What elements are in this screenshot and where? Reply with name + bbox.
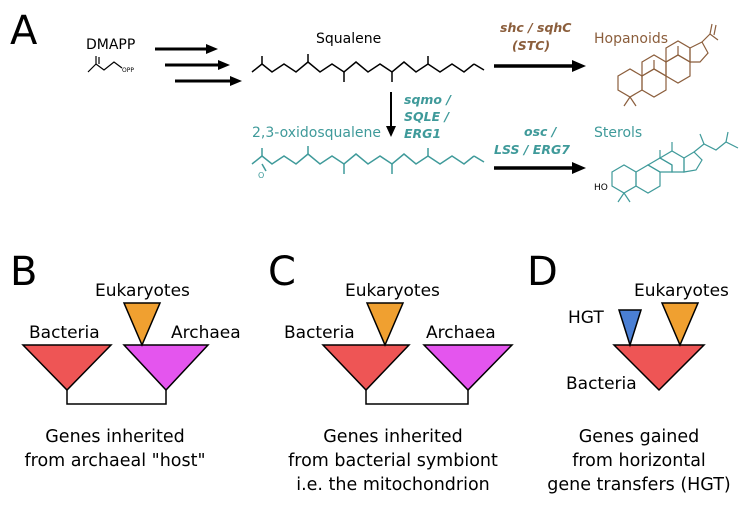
opp-label: OPP [122, 67, 134, 74]
tree-b-caption-line-2: from archaeal "host" [24, 451, 205, 471]
tree-d-bacteria-label: Bacteria [566, 374, 637, 394]
panel-label-b: B [10, 249, 37, 295]
panel-label-a: A [10, 8, 38, 54]
tree-d-hgt-label: HGT [568, 308, 604, 328]
tree-c-archaea-clade [422, 344, 514, 392]
tree-d-hgt-clade [617, 309, 643, 348]
dmapp-structure [87, 56, 123, 73]
gene-sqmo: sqmo / [404, 92, 452, 107]
hopanoids-label: Hopanoids [594, 31, 668, 47]
tree-b-archaea-clade [122, 344, 210, 392]
tree-c-caption-line-1: Genes inherited [323, 427, 462, 447]
tree-b-eukaryotes-label: Eukaryotes [95, 281, 190, 301]
hopanoid-structure [617, 23, 719, 107]
tree-d-eukaryote-clade [660, 302, 700, 347]
gene-lss-erg7: LSS / ERG7 [494, 142, 570, 157]
tree-c-eukaryotes-label: Eukaryotes [345, 281, 440, 301]
tree-d-bacteria-clade [612, 344, 706, 392]
tree-b-archaea-label: Archaea [171, 323, 241, 343]
tree-c-branch [365, 384, 469, 405]
gene-erg1: ERG1 [404, 126, 441, 141]
panel-label-c: C [268, 249, 296, 295]
tree-c-archaea-label: Archaea [426, 323, 496, 343]
sterols-label: Sterols [594, 125, 642, 141]
sterol-arrow [494, 162, 586, 174]
tree-c-caption-line-2: from bacterial symbiont [288, 451, 498, 471]
tree-c: Eukaryotes Bacteria Archaea Genes inheri… [284, 281, 514, 495]
tree-b-caption-line-1: Genes inherited [45, 427, 184, 447]
tree-d-caption-line-2: from horizontal [572, 451, 706, 471]
epoxidation-arrow [386, 92, 396, 137]
tree-d-caption-line-3: gene transfers (HGT) [547, 475, 731, 495]
tree-b-eukaryote-clade [122, 302, 162, 347]
tree-c-eukaryote-clade [365, 302, 405, 347]
tree-d-eukaryotes-label: Eukaryotes [634, 281, 729, 301]
squalene-label: Squalene [316, 31, 381, 47]
tree-b-branch [66, 384, 167, 405]
tree-d-caption-line-1: Genes gained [579, 427, 700, 447]
tree-b: Eukaryotes Bacteria Archaea Genes inheri… [21, 281, 241, 471]
tree-b-bacteria-label: Bacteria [29, 323, 100, 343]
gene-stc: (STC) [512, 38, 550, 53]
squalene-structure [251, 54, 485, 82]
oxidosqualene-structure [251, 146, 485, 174]
dmapp-label: DMAPP [86, 37, 135, 53]
sterol-ho-label: HO [594, 183, 608, 193]
gene-sqle: SQLE / [404, 109, 450, 124]
dmapp-arrows [155, 44, 242, 86]
tree-b-bacteria-clade [21, 344, 113, 392]
panel-label-d: D [527, 249, 558, 295]
sterol-structure [611, 131, 739, 203]
gene-shc: shc / sqhC [500, 20, 572, 35]
tree-d: HGT Eukaryotes Bacteria Genes gained fro… [547, 281, 731, 495]
oxidosqualene-label: 2,3-oxidosqualene [252, 125, 381, 141]
hopanoid-arrow [494, 60, 586, 72]
tree-c-bacteria-label: Bacteria [284, 323, 355, 343]
tree-c-caption-line-3: i.e. the mitochondrion [296, 475, 490, 495]
tree-c-bacteria-clade [321, 344, 411, 392]
epoxide-o-label: O [258, 171, 264, 180]
gene-osc: osc / [524, 124, 558, 139]
